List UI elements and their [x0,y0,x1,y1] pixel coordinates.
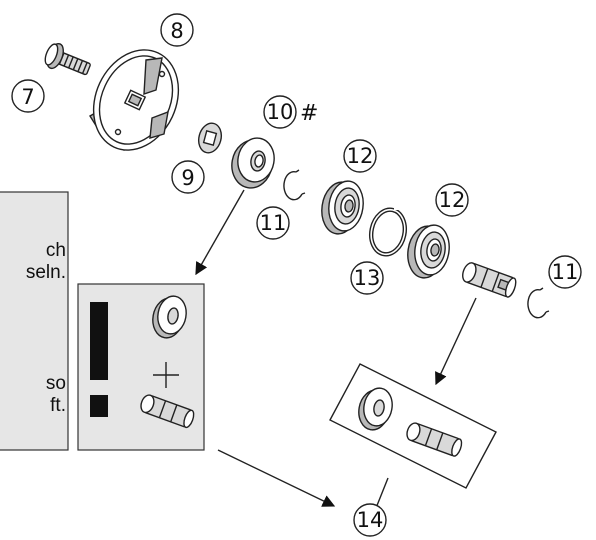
exclamation-bar-icon [90,302,108,380]
arrow-to-part-14 [217,449,336,507]
exclamation-dot-icon [90,395,108,417]
part-number-8: 8 [170,19,183,43]
arrow-to-kit [435,297,477,386]
part-number-13: 13 [354,266,381,290]
impeller-part-8 [89,49,180,151]
part-number-12a: 12 [347,144,374,168]
part-10-marker: # [300,101,318,126]
kit-seal-icon [358,387,393,431]
arrow-to-warning [195,189,245,276]
callout-14: 14 [353,503,387,537]
callout-12a: 12 [343,139,377,173]
leader-part-14 [375,477,389,509]
part-number-11b: 11 [552,260,579,284]
circlip-part-11b [527,287,550,319]
shaft-icon [140,394,195,429]
note-line-1: ch [46,240,66,261]
callout-12b: 12 [435,183,469,217]
shaft-part [462,262,517,298]
seal-part-10 [231,137,275,189]
screw-part-7 [44,42,91,76]
bearing-part-12b [407,224,450,279]
callout-11b: 11 [548,255,582,289]
part-number-11a: 11 [260,211,287,235]
note-box: ch seln. so ft. [0,191,69,451]
circlip-part-11a [283,169,306,201]
seal-ring-icon [152,295,187,339]
callout-9: 9 [171,160,205,194]
kit-panel-14 [329,363,497,489]
warning-panel [77,283,205,451]
note-line-6: ft. [50,395,66,416]
note-box-frame [0,191,69,451]
part-number-7: 7 [21,85,34,109]
callout-10: 10 # [263,95,318,129]
part-number-14: 14 [357,508,384,532]
part-number-9: 9 [181,166,194,190]
kit-shaft-icon [406,422,463,457]
callout-11a: 11 [256,206,290,240]
circlip-part-13 [368,205,408,257]
part-number-12b: 12 [439,188,466,212]
bearing-part-12a [321,180,364,235]
callout-8: 8 [160,13,194,47]
washer-part-9 [197,122,223,154]
callout-13: 13 [350,261,384,295]
arrows [195,189,477,509]
plus-icon [153,362,179,388]
note-line-5: so [46,373,66,394]
note-line-2: seln. [26,262,66,283]
callout-7: 7 [11,79,45,113]
part-number-10: 10 [267,100,294,124]
